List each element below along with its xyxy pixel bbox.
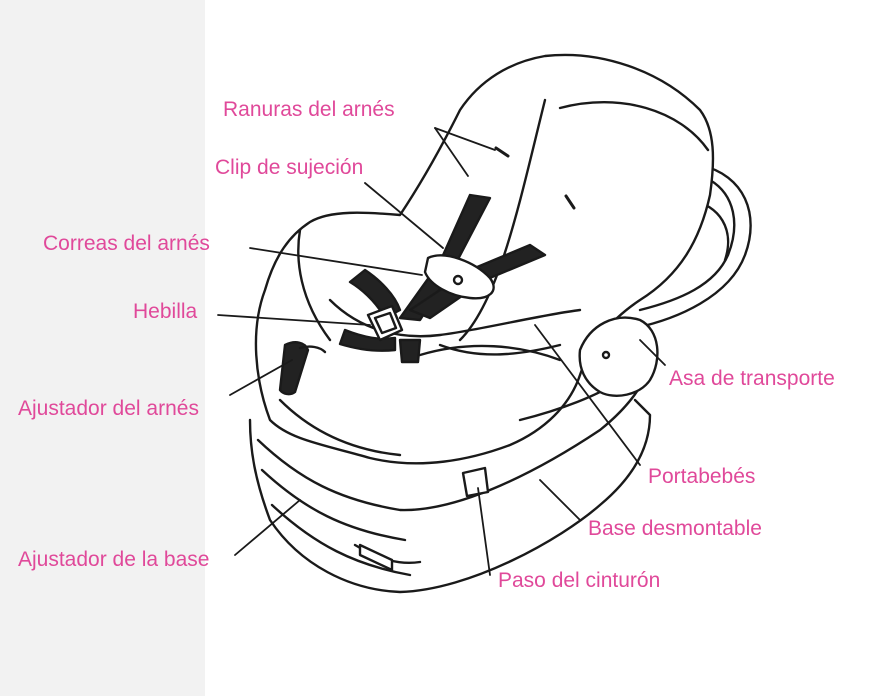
label-harness-adjuster: Ajustador del arnés [18, 397, 199, 421]
label-carry-handle: Asa de transporte [669, 367, 835, 391]
label-removable-base: Base desmontable [588, 517, 762, 541]
label-belt-path: Paso del cinturón [498, 569, 660, 593]
label-base-adjuster: Ajustador de la base [18, 548, 209, 572]
belt-path [463, 468, 488, 496]
label-chest-clip: Clip de sujeción [215, 156, 363, 180]
label-infant-carrier: Portabebés [648, 465, 755, 489]
label-harness-slots: Ranuras del arnés [223, 98, 395, 122]
label-buckle: Hebilla [133, 300, 197, 324]
label-harness-straps: Correas del arnés [43, 232, 210, 256]
